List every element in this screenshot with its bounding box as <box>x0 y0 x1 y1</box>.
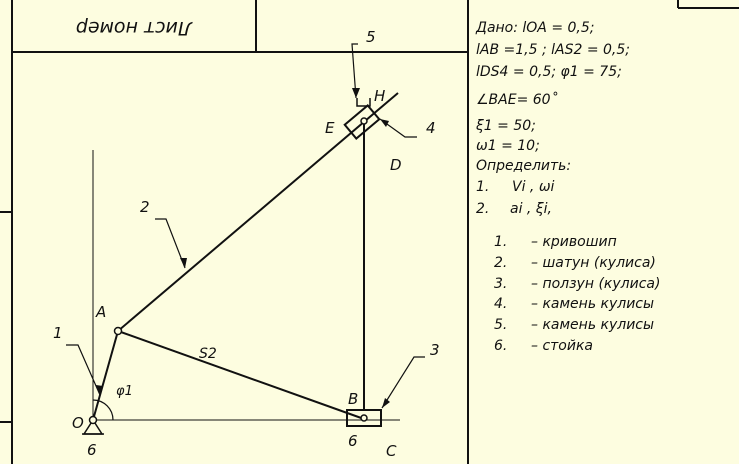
given-line-2: lAB =1,5 ; lAS2 = 0,5; <box>476 42 631 58</box>
label-part-4: 4 <box>426 119 436 137</box>
guide-bracket-h <box>356 98 371 107</box>
ground-support-o <box>82 415 104 435</box>
leader-lines <box>66 43 425 409</box>
legend-4-number: 4. <box>494 296 508 312</box>
legend-5-number: 5. <box>494 317 508 333</box>
legend-6-text: – стойка <box>531 338 594 354</box>
task-2-text: ai , ξi, <box>510 201 552 217</box>
label-b: B <box>348 390 358 408</box>
label-o: O <box>72 414 84 432</box>
coupler-link-ae <box>117 92 399 332</box>
task-1-number: 1. <box>476 179 490 195</box>
label-part-3: 3 <box>430 341 440 359</box>
angle-arc-phi1 <box>92 399 114 421</box>
legend-4-text: – камень кулисы <box>531 296 655 312</box>
given-line-1: Дано: lOA = 0,5; <box>476 20 595 36</box>
label-a: A <box>95 303 106 321</box>
leader-arrows <box>96 88 390 408</box>
label-part-6-right: 6 <box>348 432 358 450</box>
given-line-4: ∠BAE= 60˚ <box>476 92 558 108</box>
legend-1-number: 1. <box>494 234 508 250</box>
legend-2-number: 2. <box>494 255 508 271</box>
task-1-text: Vi , ωi <box>512 179 555 195</box>
legend-1-text: – кривошип <box>531 234 617 250</box>
given-line-5: ξ1 = 50; <box>476 118 536 134</box>
joint-a <box>113 326 123 336</box>
crank-link <box>92 330 119 421</box>
joint-b <box>360 414 368 422</box>
legend-3-number: 3. <box>494 276 508 292</box>
label-d: D <box>390 156 402 174</box>
given-line-7: Определить: <box>476 158 572 174</box>
slider-block-b <box>346 409 382 427</box>
given-line-3: lDS4 = 0,5; φ1 = 75; <box>476 64 622 80</box>
label-part-6-left: 6 <box>87 441 97 459</box>
label-s2: S2 <box>199 346 217 362</box>
label-e: E <box>325 119 335 137</box>
label-c: C <box>386 442 397 460</box>
label-part-1: 1 <box>53 324 63 342</box>
title-stamp-text: Лист номер <box>75 17 193 39</box>
label-h: H <box>374 87 385 105</box>
legend-2-text: – шатун (кулиса) <box>531 255 656 271</box>
label-part-5: 5 <box>366 28 376 46</box>
legend-5-text: – камень кулисы <box>531 317 655 333</box>
coupler-link-ab <box>117 330 365 420</box>
given-line-6: ω1 = 10; <box>476 138 540 154</box>
label-phi1: φ1 <box>116 384 133 399</box>
task-2-number: 2. <box>476 201 490 217</box>
legend-6-number: 6. <box>494 338 508 354</box>
legend-3-text: – ползун (кулиса) <box>531 276 661 292</box>
label-part-2: 2 <box>140 198 150 216</box>
slider-block-e <box>343 104 381 140</box>
joint-e <box>360 117 368 125</box>
